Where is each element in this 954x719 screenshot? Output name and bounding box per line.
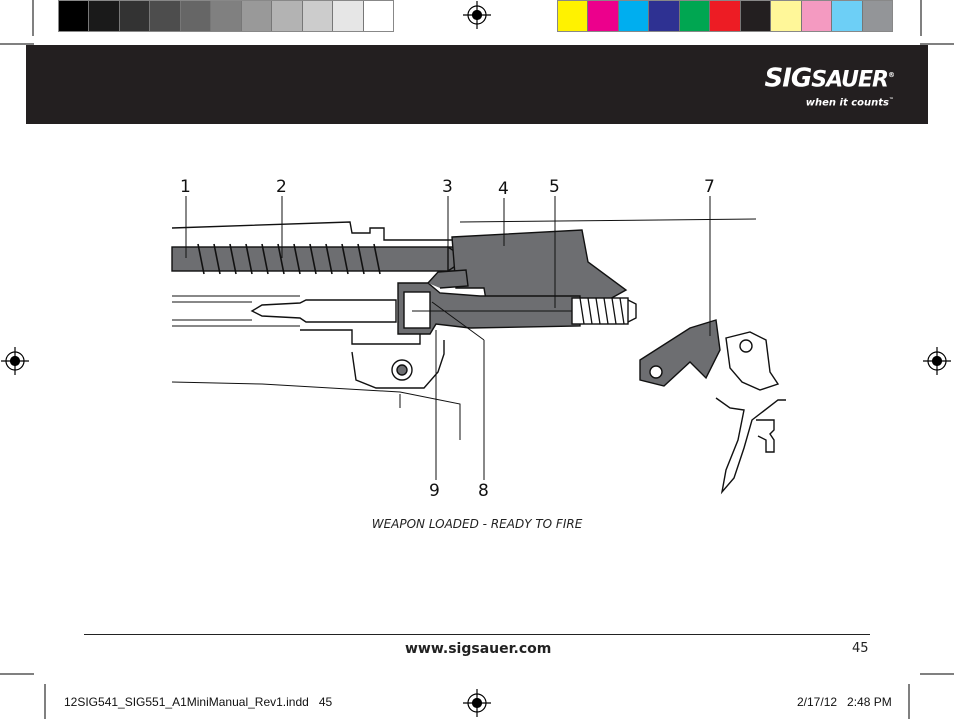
part-number-9: 9 — [429, 481, 440, 501]
footer-url: www.sigsauer.com — [405, 641, 552, 657]
process-color-swatch — [618, 1, 650, 31]
part-number-1: 1 — [180, 177, 191, 197]
process-color-swatch — [771, 1, 802, 31]
page-number: 45 — [852, 641, 869, 656]
grayscale-swatch — [119, 1, 151, 31]
grayscale-swatch — [150, 1, 181, 31]
registration-mark-icon — [1, 347, 29, 375]
part-number-2: 2 — [276, 177, 287, 197]
process-color-swatch — [862, 1, 892, 31]
process-color-swatch — [710, 1, 741, 31]
process-color-swatch — [558, 1, 589, 31]
grayscale-swatch — [241, 1, 273, 31]
part-number-7: 7 — [704, 177, 715, 197]
part-number-3: 3 — [442, 177, 453, 197]
grayscale-swatch — [333, 1, 364, 31]
registration-mark-icon — [463, 689, 491, 717]
grayscale-swatch — [89, 1, 120, 31]
grayscale-swatch — [211, 1, 242, 31]
sig-sauer-logo: SIGSAUER® when it counts™ — [764, 63, 895, 108]
grayscale-swatch — [302, 1, 334, 31]
process-color-swatch — [832, 1, 863, 31]
mechanism-diagram — [171, 196, 786, 495]
slug-date: 2/17/12 2:48 PM — [797, 695, 892, 709]
grayscale-swatch — [180, 1, 212, 31]
part-number-8: 8 — [478, 481, 489, 501]
process-color-swatch — [679, 1, 711, 31]
process-color-swatch — [588, 1, 619, 31]
footer-rule — [84, 634, 870, 635]
grayscale-swatch — [272, 1, 303, 31]
slug-filename: 12SIG541_SIG551_A1MiniManual_Rev1.indd 4… — [64, 695, 333, 709]
process-color-swatch — [801, 1, 833, 31]
process-color-swatch — [649, 1, 680, 31]
grayscale-swatch — [363, 1, 393, 31]
header-bar — [26, 45, 928, 124]
grayscale-swatch — [59, 1, 90, 31]
registration-mark-icon — [923, 347, 951, 375]
grayscale-color-bar — [58, 0, 394, 32]
registration-mark-icon — [463, 1, 491, 29]
process-color-swatch — [740, 1, 772, 31]
part-number-4: 4 — [498, 179, 509, 199]
part-number-5: 5 — [549, 177, 560, 197]
process-color-bar — [557, 0, 893, 32]
diagram-caption: WEAPON LOADED - READY TO FIRE — [371, 517, 583, 531]
